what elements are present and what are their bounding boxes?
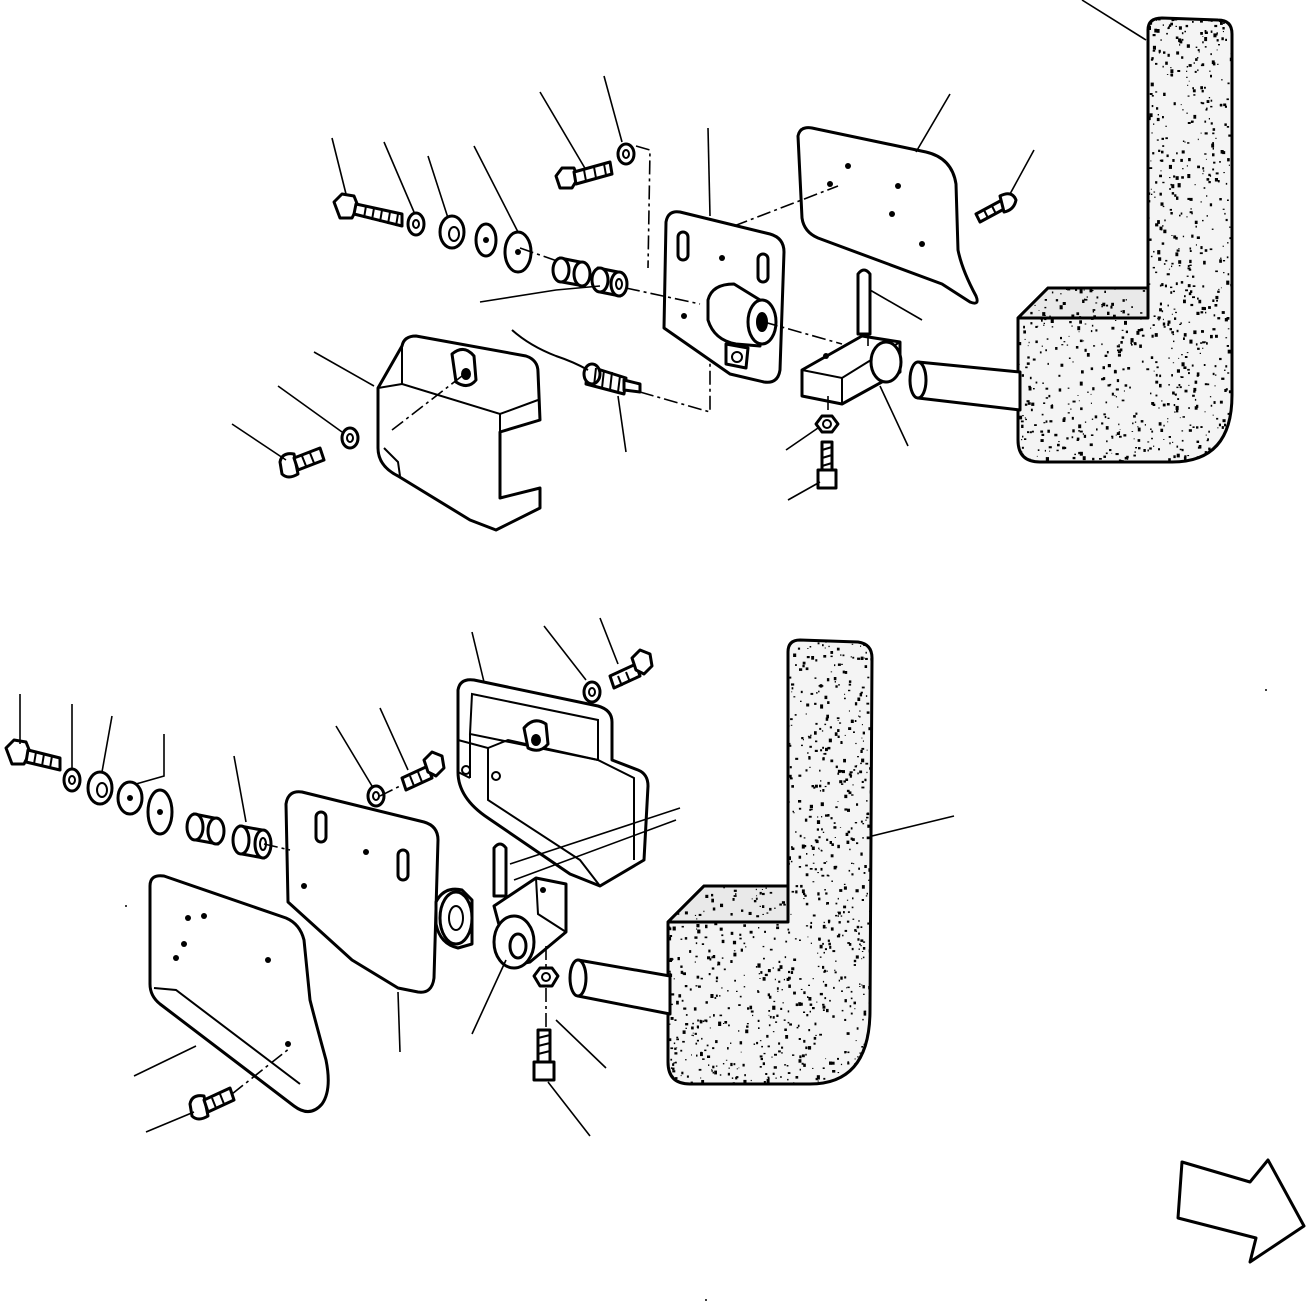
- upper-washer-small: [406, 211, 426, 237]
- upper-top-bolt: [554, 160, 614, 190]
- lower-pivot-shaft: [568, 958, 672, 1016]
- upper-leader-lines: [231, 0, 1147, 501]
- upper-pin: [856, 268, 872, 336]
- lower-bushing-2: [231, 824, 273, 860]
- lower-assembly-lines: [231, 785, 547, 1095]
- upper-bottom-screw: [816, 440, 838, 490]
- lower-top-bolt: [608, 648, 654, 690]
- lower-lock-washer: [86, 770, 114, 806]
- lower-pedal-pad: [666, 638, 874, 1086]
- lower-top-washer: [582, 680, 602, 704]
- upper-washer-large: [503, 230, 533, 274]
- upper-nut: [814, 414, 840, 434]
- upper-lock-washer: [438, 214, 466, 250]
- lower-nut: [532, 966, 560, 988]
- upper-washer-flat: [474, 222, 498, 258]
- upper-pivot-block: [800, 334, 903, 406]
- lower-screw: [188, 1086, 236, 1121]
- lower-washer-small: [62, 767, 82, 793]
- lower-washer-flat: [116, 780, 144, 816]
- lower-bottom-screw: [532, 1028, 556, 1082]
- upper-assembly: [231, 0, 1234, 532]
- upper-cable: [511, 329, 589, 371]
- lower-pivot-block: [492, 876, 568, 970]
- upper-switch: [582, 362, 642, 396]
- upper-bushing-1: [551, 256, 592, 288]
- upper-screw: [974, 192, 1018, 224]
- upper-bolt: [332, 192, 404, 228]
- lower-side-plate: [148, 874, 330, 1113]
- lower-bushing-1: [185, 812, 226, 846]
- upper-top-washer: [616, 142, 636, 166]
- lower-assembly: [4, 617, 955, 1137]
- upper-pivot-shaft: [908, 360, 1022, 412]
- upper-pedal-pad: [1016, 16, 1234, 464]
- lower-mid-bolt: [400, 750, 446, 792]
- lower-cover-frame: [456, 678, 650, 888]
- lower-leader-lines: [19, 617, 955, 1137]
- upper-bushing-2: [590, 266, 629, 298]
- upper-assembly-lines: [391, 145, 869, 431]
- upper-cover-screw: [278, 446, 326, 479]
- front-direction-arrow: [1176, 1158, 1306, 1264]
- lower-washer-large: [146, 788, 174, 836]
- upper-cover: [376, 334, 542, 532]
- lower-mid-washer: [366, 784, 386, 808]
- upper-side-plate: [796, 126, 979, 305]
- lower-bracket-plate: [284, 790, 474, 994]
- lower-pin: [492, 842, 508, 898]
- upper-bracket-plate: [662, 210, 786, 384]
- upper-cover-washer: [340, 426, 360, 450]
- lower-bolt: [4, 738, 62, 772]
